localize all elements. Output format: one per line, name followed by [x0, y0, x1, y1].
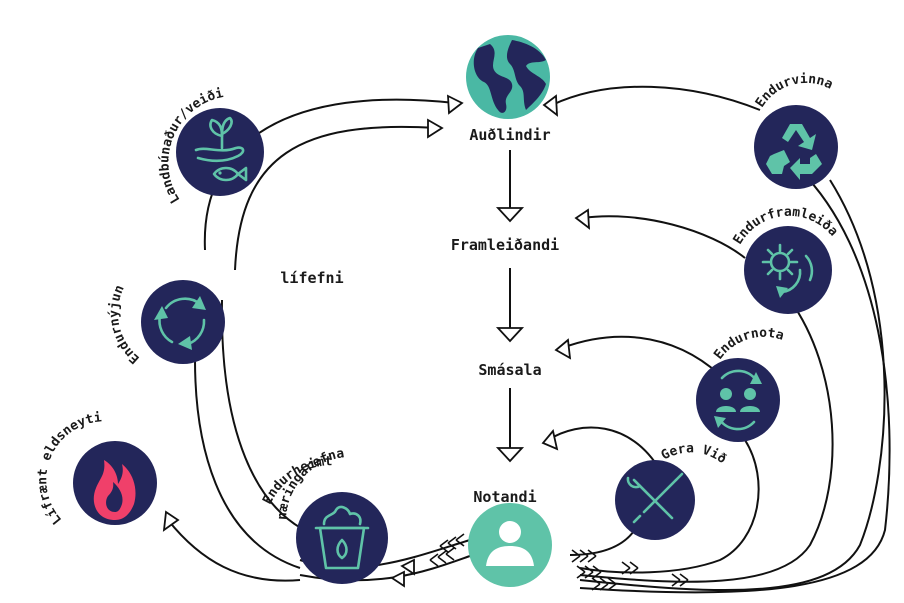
- loop-remanufacture-down: [579, 299, 834, 583]
- reuse-badge: [696, 358, 780, 442]
- label-renewal: Endurnýjun: [107, 283, 143, 366]
- loop-biofuel: [167, 519, 301, 582]
- renewal-badge: [141, 280, 225, 364]
- nutrient-recovery-badge: [296, 492, 388, 584]
- compost-bin-icon: [314, 505, 370, 570]
- arrowhead-user: [495, 447, 525, 463]
- label-biomaterial: lífefni: [280, 269, 343, 287]
- arrowhead-reuse: [554, 338, 572, 360]
- arrowhead-biofuel: [162, 510, 180, 532]
- wrench-screwdriver-icon: [626, 472, 684, 524]
- agriculture-badge: [176, 108, 264, 196]
- loop-agriculture-outer: [203, 98, 456, 251]
- node-resources: Auðlindir: [469, 126, 550, 144]
- loop-remanufacture-return: [581, 215, 746, 259]
- arrowhead-retail: [495, 327, 525, 343]
- loop-recycle-down: [579, 169, 891, 594]
- gear-cycle-icon: [761, 243, 814, 298]
- loop-repair-return: [547, 426, 661, 471]
- flame-icon: [93, 460, 136, 520]
- biofuel-badge: [73, 441, 157, 525]
- people-cycle-icon: [714, 369, 762, 431]
- recycle-icon: [766, 124, 822, 180]
- remanufacture-badge: [744, 226, 832, 314]
- arrowhead-agri-inner: [427, 118, 444, 139]
- label-reuse: Endurnota: [711, 326, 785, 363]
- arrowhead-user-left-a: [400, 558, 415, 576]
- arrowhead-user-left-b: [390, 570, 405, 588]
- repair-badge: [615, 460, 695, 540]
- loop-agriculture-inner: [234, 125, 437, 271]
- node-user: Notandi: [473, 488, 536, 506]
- plant-hand-fish-icon: [194, 116, 248, 182]
- node-retail: Smásala: [478, 361, 541, 379]
- recycle-badge: [754, 105, 838, 189]
- return-arrowheads: [162, 94, 591, 588]
- feather-tails: [429, 533, 689, 591]
- user-node: [468, 503, 552, 587]
- loop-renewal: [194, 359, 301, 569]
- label-recycle: Endurvinna: [753, 72, 835, 110]
- arrowhead-producer: [495, 207, 525, 223]
- loop-reuse-return: [561, 335, 721, 376]
- main-flow: [495, 150, 525, 463]
- loop-recycle-return: [551, 85, 761, 111]
- globe-icon: [466, 35, 550, 119]
- loop-recycle-down-2: [579, 179, 886, 592]
- cycle-arrows-icon: [154, 296, 206, 350]
- arrowhead-repair: [541, 429, 559, 451]
- person-icon: [486, 521, 534, 566]
- arrowhead-agri-outer: [447, 94, 464, 115]
- arrowhead-recycle: [542, 94, 559, 117]
- node-producer: Framleiðandi: [451, 236, 559, 254]
- arrowhead-remanufacture: [574, 208, 591, 230]
- right-loops: [547, 85, 891, 594]
